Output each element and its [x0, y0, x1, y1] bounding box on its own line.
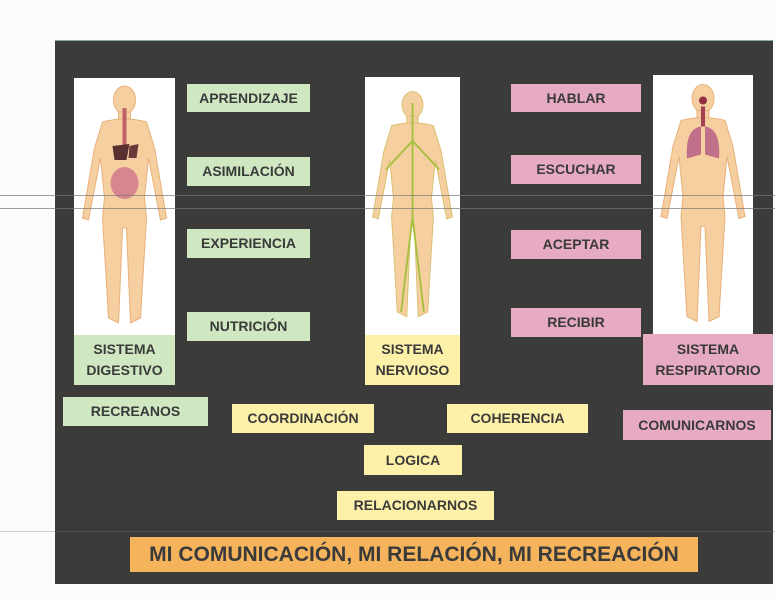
word-nutricion: NUTRICIÓN: [187, 312, 310, 341]
word-logica: LOGICA: [364, 445, 462, 475]
digestive-system-figure: [74, 78, 175, 336]
word-comunicarnos: COMUNICARNOS: [623, 410, 771, 440]
label-line: RESPIRATORIO: [655, 361, 761, 378]
banner-title: MI COMUNICACIÓN, MI RELACIÓN, MI RECREAC…: [130, 537, 698, 572]
word-escuchar: ESCUCHAR: [511, 155, 641, 184]
word-recreanos: RECREANOS: [63, 397, 208, 426]
word-asimilacion: ASIMILACIÓN: [187, 157, 310, 186]
label-line: SISTEMA: [93, 341, 156, 357]
word-hablar: HABLAR: [511, 84, 641, 112]
word-recibir: RECIBIR: [511, 308, 641, 337]
respiratory-system-label: SISTEMA RESPIRATORIO: [643, 334, 773, 385]
label-line: SISTEMA: [381, 341, 444, 357]
nervous-system-figure: [365, 77, 460, 336]
scan-line: [0, 208, 775, 209]
word-aprendizaje: APRENDIZAJE: [187, 84, 310, 112]
digestive-system-label: SISTEMA DIGESTIVO: [74, 335, 175, 385]
scan-line: [0, 531, 775, 532]
scan-line: [0, 195, 775, 196]
label-line: DIGESTIVO: [86, 362, 163, 378]
label-line: SISTEMA: [676, 340, 740, 357]
label-line: NERVIOSO: [375, 362, 450, 378]
word-experiencia: EXPERIENCIA: [187, 229, 310, 258]
word-coherencia: COHERENCIA: [447, 404, 588, 433]
nervous-system-label: SISTEMA NERVIOSO: [365, 335, 460, 385]
word-coordinacion: COORDINACIÓN: [232, 404, 374, 433]
word-aceptar: ACEPTAR: [511, 230, 641, 259]
respiratory-system-figure: [653, 75, 753, 336]
word-relacionarnos: RELACIONARNOS: [337, 491, 494, 520]
